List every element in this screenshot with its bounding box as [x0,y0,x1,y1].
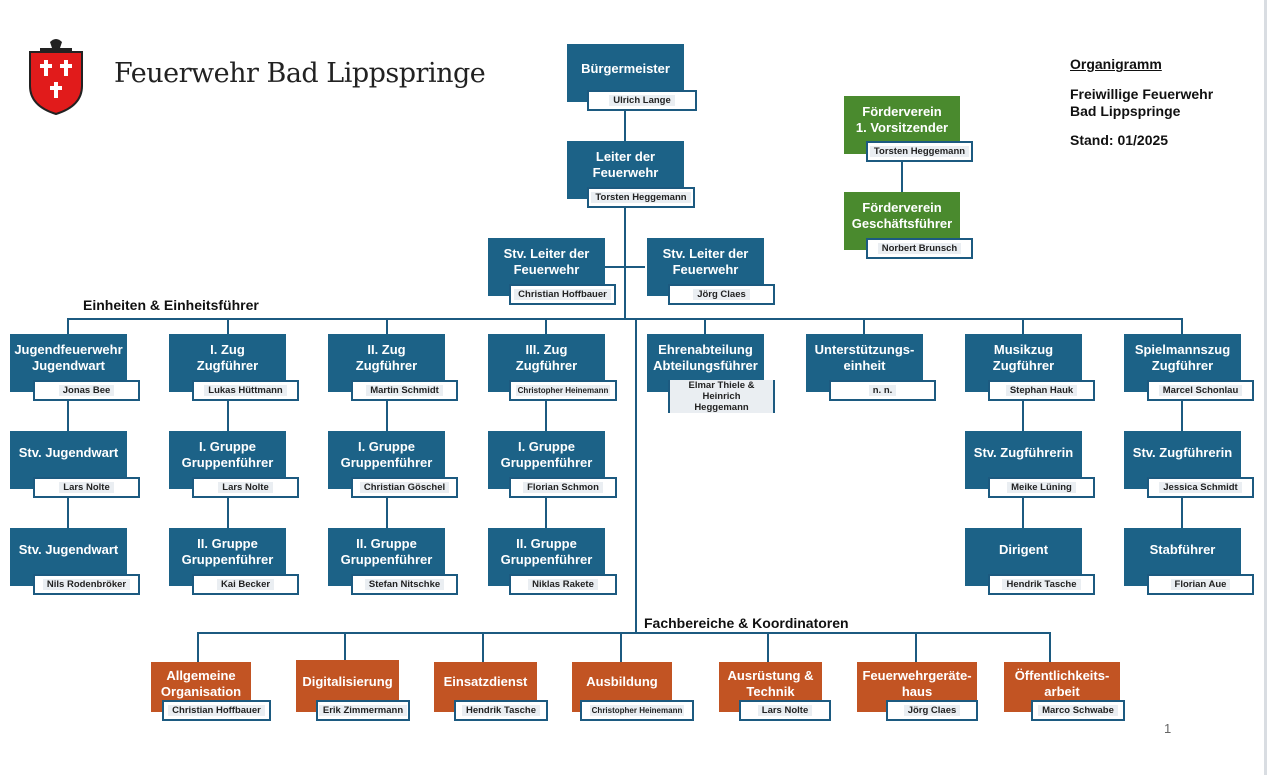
connector-line [605,266,645,268]
name-stv-leiter-1: Christian Hoffbauer [509,284,616,305]
name-text: Florian Aue [1170,579,1231,590]
connector-line [635,318,637,634]
name-text: Stephan Hauk [1005,385,1078,396]
name-text: Lars Nolte [59,482,114,493]
name-text: Hendrik Tasche [461,705,541,716]
name-einsatzdienst: Hendrik Tasche [454,700,548,721]
name-foerderverein-gf: Norbert Brunsch [866,238,973,259]
info-line-1: Freiwillige Feuerwehr [1070,86,1214,102]
connector-line [482,632,484,662]
name-musik-stv: Meike Lüning [988,477,1095,498]
name-feuerwehrgeraetehaus: Jörg Claes [886,700,978,721]
name-text: Jörg Claes [693,289,750,300]
info-line-2: Bad Lippspringe [1070,103,1181,119]
connector-line [863,318,865,334]
name-text: Nils Rodenbröker [42,579,131,590]
name-text: n. n. [868,385,897,396]
name-unterstuetzung: n. n. [829,380,936,401]
name-ausbildung: Christopher Heinemann [580,700,694,721]
connector-line [227,318,229,528]
name-text: Jessica Schmidt [1159,482,1242,493]
connector-line [704,318,706,334]
name-ausruestung-technik: Lars Nolte [739,700,831,721]
info-stand: Stand: 01/2025 [1070,132,1169,148]
name-leiter: Torsten Heggemann [587,187,695,208]
name-text: Lukas Hüttmann [204,385,287,396]
name-text: Christopher Heinemann [589,705,685,716]
name-text: Meike Lüning [1007,482,1076,493]
name-text: Torsten Heggemann [591,192,691,203]
name-text: Christian Göschel [359,482,450,493]
connector-line [1181,318,1183,528]
name-z2-gruppe-2: Stefan Nitschke [351,574,458,595]
name-foerderverein-vorsitz: Torsten Heggemann [866,141,973,162]
name-text: Kai Becker [216,579,275,590]
name-z1-gruppe-2: Kai Becker [192,574,299,595]
page-edge [1264,0,1267,775]
coat-of-arms-logo [26,36,86,116]
name-text: Martin Schmidt [366,385,443,396]
name-stabfuehrer: Florian Aue [1147,574,1254,595]
node-oeffentlichkeitsarbeit: Öffentlichkeits- arbeit [1004,662,1120,712]
connector-line [67,318,1182,320]
name-spiel-stv: Jessica Schmidt [1147,477,1254,498]
connector-line [915,632,917,662]
organization-title: Feuerwehr Bad Lippspringe [114,58,486,89]
name-z3-gruppe-1: Florian Schmon [509,477,617,498]
name-dirigent: Hendrik Tasche [988,574,1095,595]
name-text: Jonas Bee [58,385,115,396]
name-text: Norbert Brunsch [877,243,962,254]
name-text: Ulrich Lange [609,95,675,106]
name-text: Marcel Schonlau [1158,385,1243,396]
name-text: Elmar Thiele & Heinrich Heggemann [670,380,773,413]
name-allgemeine-organisation: Christian Hoffbauer [162,700,271,721]
name-ehrenabteilung: Elmar Thiele & Heinrich Heggemann [668,380,775,413]
name-musikzug: Stephan Hauk [988,380,1095,401]
info-heading: Organigramm [1070,56,1162,72]
name-text: Stefan Nitschke [364,579,445,590]
name-text: Lars Nolte [757,705,813,716]
name-oeffentlichkeitsarbeit: Marco Schwabe [1031,700,1125,721]
connector-line [1022,318,1024,528]
connector-line [67,318,69,528]
name-text: Erik Zimmermann [318,705,408,716]
name-text: Torsten Heggemann [869,146,970,157]
name-text: Christian Hoffbauer [514,289,611,300]
page-number: 1 [1164,721,1172,736]
section-label-units: Einheiten & Einheitsführer [83,297,259,313]
name-zug-2: Martin Schmidt [351,380,458,401]
name-digitalisierung: Erik Zimmermann [316,700,410,721]
name-text: Lars Nolte [218,482,273,493]
name-z1-gruppe-1: Lars Nolte [192,477,299,498]
name-text: Christopher Heinemann [515,385,611,396]
name-stv-jugendwart-2: Nils Rodenbröker [33,574,140,595]
connector-line [624,100,626,320]
name-jugendwart: Jonas Bee [33,380,140,401]
section-label-fachbereiche: Fachbereiche & Koordinatoren [644,615,849,631]
name-buergermeister: Ulrich Lange [587,90,697,111]
connector-line [197,632,199,662]
connector-line [1049,632,1051,662]
name-text: Jörg Claes [903,705,961,716]
name-stv-jugendwart-1: Lars Nolte [33,477,140,498]
name-text: Hendrik Tasche [1002,579,1081,590]
name-text: Marco Schwabe [1038,705,1118,716]
connector-line [386,318,388,528]
name-text: Christian Hoffbauer [168,705,265,716]
name-text: Florian Schmon [523,482,603,493]
connector-line [197,632,1050,634]
connector-line [767,632,769,662]
name-zug-3: Christopher Heinemann [509,380,617,401]
connector-line [344,632,346,662]
name-z2-gruppe-1: Christian Göschel [351,477,458,498]
connector-line [620,632,622,662]
name-text: Niklas Rakete [528,579,598,590]
connector-line [545,318,547,528]
name-zug-1: Lukas Hüttmann [192,380,299,401]
name-spielmannszug: Marcel Schonlau [1147,380,1254,401]
connector-line [901,150,903,192]
name-stv-leiter-2: Jörg Claes [668,284,775,305]
name-z3-gruppe-2: Niklas Rakete [509,574,617,595]
